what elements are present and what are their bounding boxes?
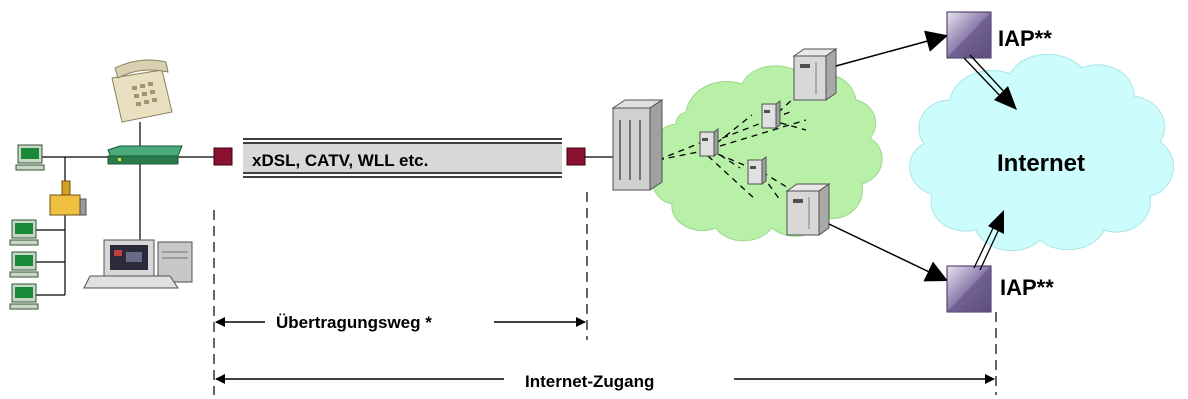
telephone-icon: [111, 59, 173, 123]
pc-icon: [9, 219, 39, 246]
iap-router-icon: [946, 11, 992, 59]
desktop-computer-icon: [83, 239, 193, 289]
boundary-dashed-lines: [213, 192, 997, 395]
iap-router-icon: [946, 265, 992, 313]
iap-bottom-label: IAP**: [1000, 275, 1054, 300]
router-icon: [785, 183, 831, 236]
pc-icon: [9, 283, 39, 310]
modem-left-icon: [213, 147, 233, 166]
router-icon: [761, 100, 781, 129]
iap-internet-link-bottom: [973, 210, 1004, 271]
transmission-path-label: Übertragungsweg *: [276, 313, 432, 332]
router-icon: [792, 48, 838, 101]
router-icon: [699, 128, 719, 157]
splitter-icon: [107, 145, 183, 165]
hub-icon: [49, 180, 87, 216]
iap-internet-link-top: [963, 54, 1017, 110]
server-rack-icon: [611, 99, 664, 191]
iap-top-label: IAP**: [998, 26, 1052, 51]
internet-access-label: Internet-Zugang: [525, 372, 654, 391]
uplink-arrow-bottom: [828, 223, 948, 282]
router-icon: [747, 156, 767, 185]
access-network-cloud: [652, 65, 883, 242]
internet-cloud: [909, 54, 1174, 252]
cpe-wiring: [35, 122, 214, 296]
transmission-pipe: [243, 138, 562, 178]
internet-label: Internet: [997, 150, 1085, 177]
pc-icon: [15, 144, 45, 171]
link-type-label: xDSL, CATV, WLL etc.: [252, 151, 428, 170]
uplink-arrow-top: [835, 30, 949, 67]
pc-icon: [9, 251, 39, 278]
modem-right-icon: [566, 147, 586, 166]
